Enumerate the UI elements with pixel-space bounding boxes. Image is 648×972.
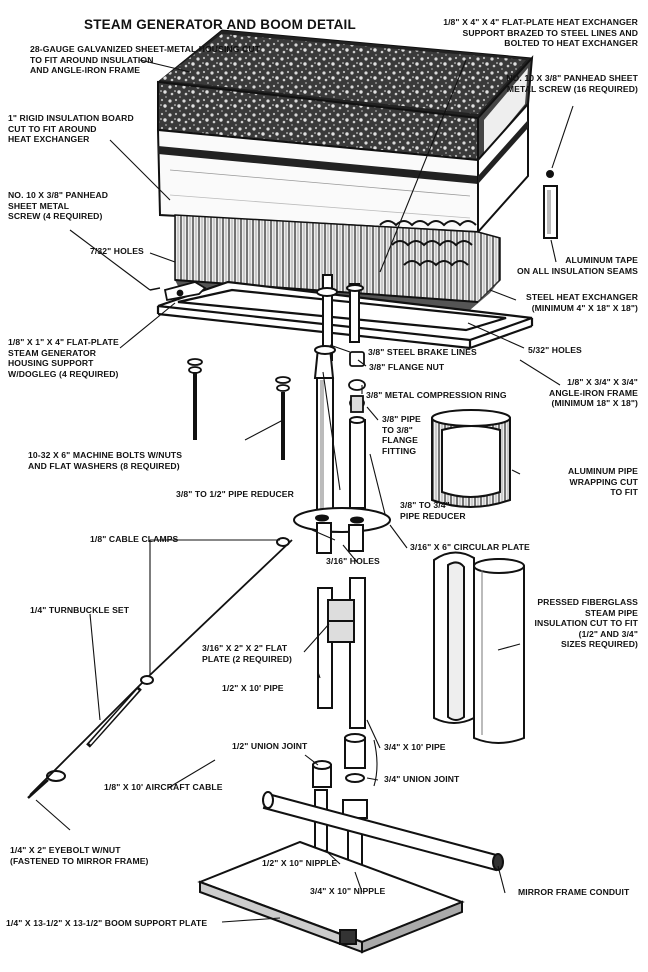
housing-support-dogleg bbox=[149, 281, 207, 302]
label-pipe-3q-10: 3/4" X 10' PIPE bbox=[384, 742, 446, 752]
label-turnbuckle: 1/4" TURNBUCKLE SET bbox=[30, 605, 130, 615]
label-nipple-3q: 3/4" X 10" NIPPLE bbox=[310, 886, 386, 896]
label-machine-bolts: 10-32 X 6" MACHINE BOLTS W/NUTS AND FLAT… bbox=[28, 450, 183, 471]
cable-assembly bbox=[27, 537, 293, 799]
label-panhead-screw-16: NO. 10 X 3/8" PANHEAD SHEET METAL SCREW … bbox=[506, 73, 638, 94]
label-flat-plate-hx-support: 1/8" X 4" X 4" FLAT-PLATE HEAT EXCHANGER… bbox=[443, 17, 638, 48]
label-circular-plate: 3/16" X 6" CIRCULAR PLATE bbox=[410, 542, 530, 552]
aluminum-tape-strip bbox=[543, 170, 558, 239]
insulation-board bbox=[156, 101, 529, 235]
label-housing: 28-GAUGE GALVANIZED SHEET-METAL HOUSING … bbox=[30, 44, 260, 75]
diagram-title: STEAM GENERATOR AND BOOM DETAIL bbox=[84, 17, 356, 32]
label-holes-3-16: 3/16" HOLES bbox=[326, 556, 380, 566]
label-panhead-screw-4: NO. 10 X 3/8" PANHEAD SHEET METAL SCREW … bbox=[8, 190, 109, 221]
brake-lines bbox=[316, 274, 364, 361]
aluminum-pipe-wrap bbox=[431, 409, 511, 508]
label-pipe-to-flange: 3/8" PIPE TO 3/8" FLANGE FITTING bbox=[382, 414, 421, 456]
label-aluminum-tape: ALUMINUM TAPE ON ALL INSULATION SEAMS bbox=[516, 255, 638, 276]
label-aircraft-cable: 1/8" X 10' AIRCRAFT CABLE bbox=[104, 782, 223, 792]
label-pipe-half-10: 1/2" X 10' PIPE bbox=[222, 683, 284, 693]
label-aluminum-pipe-wrap: ALUMINUM PIPE WRAPPING CUT TO FIT bbox=[567, 466, 638, 497]
label-reducer-3-8-1-2: 3/8" TO 1/2" PIPE REDUCER bbox=[176, 489, 294, 499]
machine-bolts bbox=[187, 358, 291, 460]
label-fiberglass: PRESSED FIBERGLASS STEAM PIPE INSULATION… bbox=[534, 597, 638, 649]
label-eyebolt: 1/4" X 2" EYEBOLT W/NUT (FASTENED TO MIR… bbox=[10, 845, 149, 866]
label-housing-support: 1/8" X 1" X 4" FLAT-PLATE STEAM GENERATO… bbox=[8, 337, 119, 379]
label-holes-7-32: 7/32" HOLES bbox=[90, 246, 144, 256]
conduit bbox=[262, 791, 504, 872]
label-nipple-half: 1/2" X 10" NIPPLE bbox=[262, 858, 338, 868]
label-boom-plate: 1/4" X 13-1/2" X 13-1/2" BOOM SUPPORT PL… bbox=[6, 918, 208, 928]
label-union-half: 1/2" UNION JOINT bbox=[232, 741, 308, 751]
label-compression-ring: 3/8" METAL COMPRESSION RING bbox=[366, 390, 507, 400]
angle-iron-frame bbox=[156, 280, 534, 350]
flat-plates-2 bbox=[317, 577, 366, 729]
leader-lines bbox=[35, 59, 574, 923]
label-insulation-board: 1" RIGID INSULATION BOARD CUT TO FIT ARO… bbox=[8, 113, 134, 144]
label-flat-plate-2: 3/16" X 2" X 2" FLAT PLATE (2 REQUIRED) bbox=[202, 643, 292, 664]
flange-hardware bbox=[348, 351, 366, 413]
label-union-3q: 3/4" UNION JOINT bbox=[384, 774, 460, 784]
label-conduit: MIRROR FRAME CONDUIT bbox=[518, 887, 630, 897]
label-holes-5-32: 5/32" HOLES bbox=[528, 345, 582, 355]
label-reducer-3-8-3-4: 3/8" TO 3/4" PIPE REDUCER bbox=[400, 500, 466, 521]
label-angle-iron: 1/8" X 3/4" X 3/4" ANGLE-IRON FRAME (MIN… bbox=[549, 377, 638, 408]
fiberglass-insulation bbox=[433, 551, 525, 744]
boom-support-plate bbox=[197, 840, 465, 954]
label-flange-nut: 3/8" FLANGE NUT bbox=[369, 362, 445, 372]
circular-plate bbox=[293, 507, 391, 554]
label-brake-lines: 3/8" STEEL BRAKE LINES bbox=[368, 347, 477, 357]
label-cable-clamps: 1/8" CABLE CLAMPS bbox=[90, 534, 179, 544]
label-steel-hx: STEEL HEAT EXCHANGER (MINIMUM 4" X 18" X… bbox=[526, 292, 638, 313]
